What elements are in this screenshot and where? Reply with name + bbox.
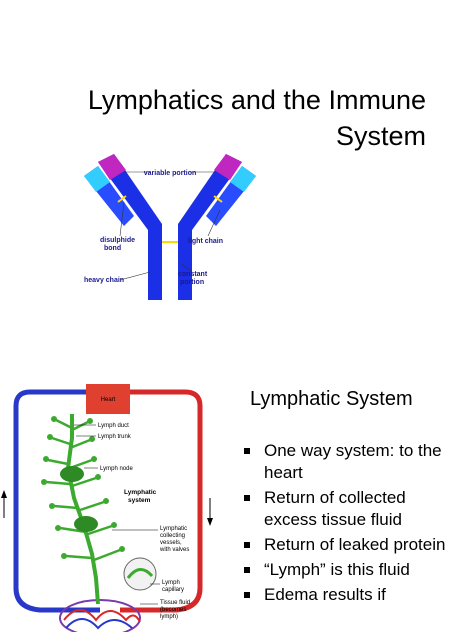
variable-left-cyan <box>84 166 110 192</box>
lymphatic-system-diagram: Heart Lymph du <box>1 384 213 632</box>
title-line-1: Lymphatics and the Immune <box>87 85 426 115</box>
label-lymph-trunk: Lymph trunk <box>98 434 132 440</box>
bullet-icon <box>244 542 250 548</box>
label-tissue-3: lymph) <box>160 614 178 620</box>
bullet-list: One way system: to the heart Return of c… <box>240 440 460 609</box>
label-heart: Heart <box>101 397 116 403</box>
bullet-item: One way system: to the heart <box>240 440 460 484</box>
up-arrow-icon <box>1 490 7 518</box>
label-system-1: Lymphatic <box>124 489 157 496</box>
label-lymph-node: Lymph node <box>100 466 133 472</box>
label-heavy-chain: heavy chain <box>84 277 124 284</box>
bullet-text: Return of collected excess tissue fluid <box>264 488 406 529</box>
heart-box <box>86 384 130 414</box>
label-lymph-duct: Lymph duct <box>98 423 129 429</box>
bullet-item: Return of leaked protein <box>240 534 460 556</box>
variable-left-magenta <box>98 154 126 180</box>
label-capillary-2: capillary <box>162 587 184 593</box>
lymph-node-lower <box>74 516 98 532</box>
bullet-item: “Lymph” is this fluid <box>240 559 460 581</box>
bullet-text: Return of leaked protein <box>264 535 446 554</box>
variable-right-cyan <box>230 166 256 192</box>
lymph-bulbs <box>41 416 125 559</box>
artery-loop <box>120 389 203 613</box>
down-arrow-icon <box>207 498 213 526</box>
label-capillary-1: Lymph <box>162 580 180 586</box>
bullet-text: “Lymph” is this fluid <box>264 560 410 579</box>
variable-right-magenta <box>214 154 242 180</box>
disulphide-bond-right <box>213 195 223 203</box>
label-constant-1: constant <box>178 271 208 278</box>
capillary-inset <box>123 557 157 591</box>
label-constant-2: portion <box>180 279 204 286</box>
bullet-text: Edema results if <box>264 585 386 604</box>
capillary-bed <box>59 599 141 632</box>
slide-title: Lymphatics and the Immune System <box>40 82 426 154</box>
label-disulphide-2: bond <box>104 245 121 252</box>
label-light-chain: light chain <box>188 238 223 245</box>
bullet-text: One way system: to the heart <box>264 441 442 482</box>
label-collecting-1: Lymphatic <box>160 526 187 532</box>
bullet-icon <box>244 567 250 573</box>
slide-1: Lymphatics and the Immune System variab <box>40 82 426 300</box>
label-disulphide-1: disulphide <box>100 237 135 244</box>
label-tissue-2: (becomes <box>160 607 186 613</box>
title-line-2: System <box>335 121 426 151</box>
lymph-trunk-vessel <box>65 414 100 605</box>
label-collecting-4: with valves <box>159 547 189 553</box>
lymph-node-upper <box>60 466 84 482</box>
label-collecting-2: collecting <box>160 533 185 539</box>
bullet-item: Return of collected excess tissue fluid <box>240 487 460 531</box>
bullet-icon <box>244 495 250 501</box>
bullet-item: Edema results if <box>240 584 460 606</box>
slide-2-heading: Lymphatic System <box>250 388 413 410</box>
vein-loop <box>13 389 100 613</box>
bullet-icon <box>244 592 250 598</box>
slide-2 <box>0 370 474 632</box>
lymph-branches <box>45 418 121 562</box>
label-tissue-1: Tissue fluid <box>160 600 190 606</box>
bullet-icon <box>244 448 250 454</box>
disulphide-bond-left <box>117 195 127 203</box>
antibody-diagram: variable portion disulphide bond light c… <box>84 154 256 300</box>
label-variable-portion: variable portion <box>144 170 197 177</box>
label-collecting-3: vessels, <box>160 540 182 546</box>
label-system-2: system <box>128 497 151 504</box>
